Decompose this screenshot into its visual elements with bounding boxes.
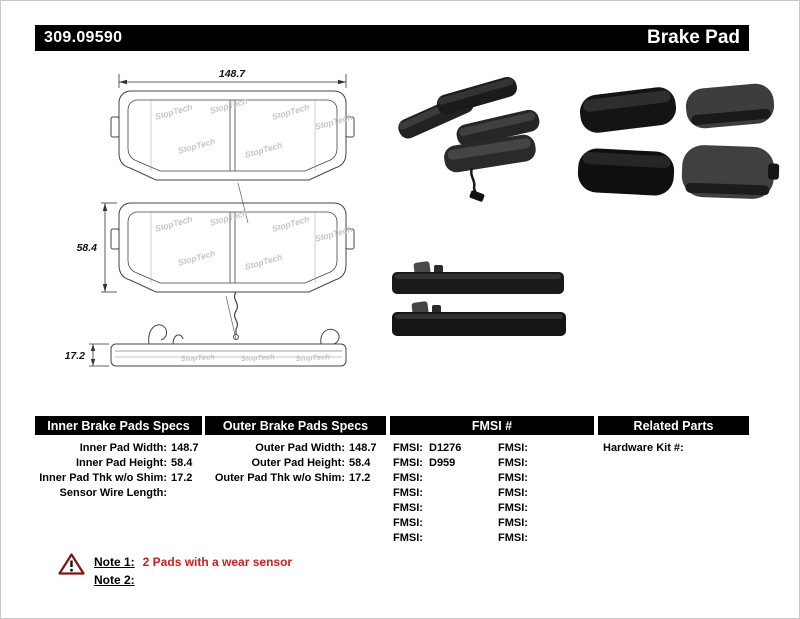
wear-sensor-wire [233,291,239,334]
spec-label: FMSI: [498,516,528,529]
wear-sensor-connector [233,334,239,340]
spec-label: Hardware Kit #: [603,441,684,454]
spec-label: FMSI: [498,456,528,469]
spec-row: FMSI: [393,530,461,545]
width-dimension-label: 148.7 [219,68,246,80]
spec-label: Outer Pad Thk w/o Shim: [214,471,345,484]
fmsi-column-right: FMSI: FMSI: FMSI: FMSI: FMSI: FMSI: FMSI… [498,440,534,545]
page-title: Brake Pad [647,27,740,48]
spec-row: FMSI: D959 [393,455,461,470]
note-2-label: Note 2: [94,573,135,587]
inner-specs-column: Inner Pad Width: 148.7 Inner Pad Height: 5… [35,440,199,500]
height-dimension-label: 58.4 [77,242,98,254]
spec-label: FMSI: [393,441,423,454]
spec-value: D1276 [429,441,462,454]
spec-row: Sensor Wire Length: [35,485,199,500]
spec-row: Inner Pad Thk w/o Shim: 17.2 [35,470,199,485]
spec-value: 17.2 [349,471,371,484]
technical-drawings: StopTech StopTech StopTech StopTech Stop… [65,68,355,367]
photo-pads-group-left [398,76,540,202]
spec-row: FMSI: D1276 [393,440,461,455]
section-line [225,295,237,340]
spec-label: FMSI: [498,471,528,484]
spec-row: Hardware Kit #: [603,440,688,455]
spec-row: FMSI: [393,485,461,500]
spec-value: 58.4 [171,456,193,469]
spec-label: FMSI: [498,441,528,454]
spec-row: Outer Pad Width: 148.7 [205,440,377,455]
spec-label: Outer Pad Height: [251,456,345,469]
spec-row: FMSI: [498,455,534,470]
spec-value: 58.4 [349,456,371,469]
spec-value: 148.7 [171,441,199,454]
spec-row: FMSI: [498,500,534,515]
spec-row: Outer Pad Height: 58.4 [205,455,377,470]
spec-value: 17.2 [171,471,193,484]
spec-label: FMSI: [393,501,423,514]
spec-label: FMSI: [393,456,423,469]
photo-pads-group-right [577,83,780,199]
photo-pads-group-bottom [392,261,566,336]
related-parts-header: Related Parts [598,416,749,435]
outer-specs-column: Outer Pad Width: 148.7 Outer Pad Height: 5… [205,440,377,485]
fmsi-header: FMSI # [390,416,594,435]
photo-sensor-wire [470,167,478,195]
spec-row: FMSI: [393,500,461,515]
related-parts-column: Hardware Kit #: [603,440,688,455]
spec-label: FMSI: [393,531,423,544]
spec-row: FMSI: [498,440,534,455]
spec-label: FMSI: [498,501,528,514]
outer-specs-header: Outer Brake Pads Specs [205,416,386,435]
product-photos [392,76,780,336]
spec-value: D959 [429,456,456,469]
spec-label: Inner Pad Height: [75,456,167,469]
spec-row: FMSI: [498,530,534,545]
note-1-text: 2 Pads with a wear sensor [142,555,293,569]
note-1: Note 1: 2 Pads with a wear sensor [94,555,292,569]
inner-specs-header: Inner Brake Pads Specs [35,416,202,435]
spec-label: FMSI: [393,516,423,529]
spec-value: 148.7 [349,441,377,454]
note-2: Note 2: [94,573,143,587]
header-bar: 309.09590 Brake Pad [35,25,749,51]
thickness-dimension-label: 17.2 [65,350,86,362]
drawing-side-view-thickness: StopTech StopTech StopTech 17.2 [65,324,347,367]
spec-row: Outer Pad Thk w/o Shim: 17.2 [205,470,377,485]
spec-label: FMSI: [498,486,528,499]
spec-row: Inner Pad Height: 58.4 [35,455,199,470]
spec-row: FMSI: [393,515,461,530]
spec-label: FMSI: [393,471,423,484]
spec-label: FMSI: [498,531,528,544]
spec-label: Inner Pad Width: [79,441,167,454]
spec-row: FMSI: [498,485,534,500]
spec-row: FMSI: [498,515,534,530]
note-1-label: Note 1: [94,555,135,569]
spec-label: FMSI: [393,486,423,499]
spec-row: FMSI: [498,470,534,485]
spec-row: FMSI: [393,470,461,485]
spec-label: Sensor Wire Length: [59,486,167,499]
spec-label: Inner Pad Thk w/o Shim: [39,471,167,484]
watermark-text: StopTech [296,352,331,363]
watermark-text: StopTech [241,352,276,363]
drawing-front-view-width: 148.7 [110,68,355,181]
spec-row: Inner Pad Width: 148.7 [35,440,199,455]
part-number: 309.09590 [44,29,123,46]
watermark-text: StopTech [181,352,216,363]
drawing-front-view-height: 58.4 [77,202,355,340]
spec-label: Outer Pad Width: [255,441,345,454]
warning-triangle-icon [58,553,85,575]
fmsi-column-left: FMSI: D1276 FMSI: D959 FMSI: FMSI: FMSI: F… [393,440,461,545]
